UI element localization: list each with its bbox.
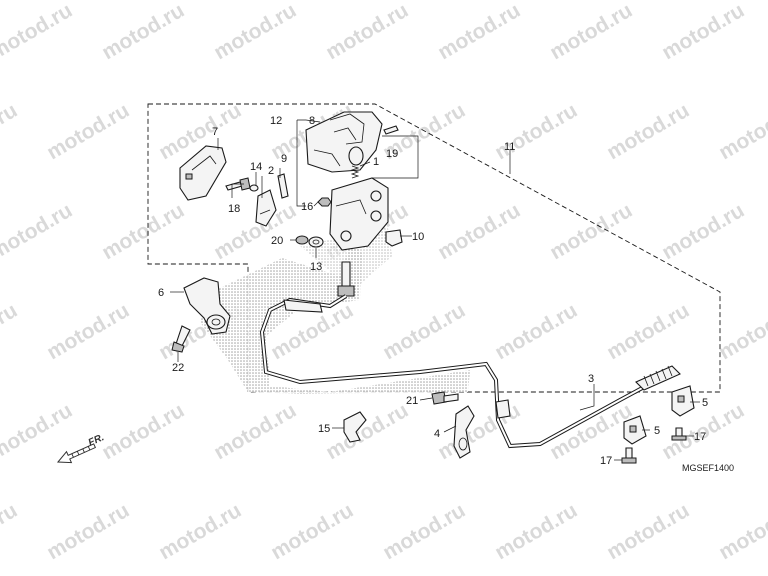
watermark-text: motod.ru [603,499,693,564]
washer [295,235,309,245]
watermark-layer: motod.ru motod.ru motod.ru motod.ru motod.ru… [0,0,768,564]
clip [385,229,403,247]
callout-7: 7 [212,126,218,138]
cable-bracket-lower [623,415,647,445]
nut [317,197,332,207]
cable-clamp [343,411,367,443]
watermark-text: motod.ru [0,199,76,264]
watermark-text: motod.ru [491,499,581,564]
watermark-text: motod.ru [603,99,693,164]
watermark-text: motod.ru [434,0,524,64]
watermark-text: motod.ru [658,199,748,264]
watermark-text: motod.ru [210,0,300,64]
bracket-bolt-lower [621,447,637,464]
callout-15: 15 [318,423,330,435]
watermark-text: motod.ru [715,499,768,564]
bracket-12 [296,119,306,207]
watermark-text: motod.ru [210,399,300,464]
spring [350,165,360,179]
callout-4: 4 [434,428,440,440]
lever-body [329,177,389,251]
projection-shade [200,238,470,394]
switch [255,189,277,227]
callout-5-lower: 5 [654,425,660,437]
callout-13: 13 [310,261,322,273]
callout-11: 11 [504,141,515,153]
lower-bracket [183,277,231,335]
watermark-text: motod.ru [267,499,357,564]
watermark-text: motod.ru [715,99,768,164]
watermark-text: motod.ru [98,0,188,64]
watermark-text: motod.ru [603,299,693,364]
watermark-text: motod.ru [0,0,76,64]
callout-2: 2 [268,165,274,177]
callout-17-lower: 17 [600,455,612,467]
cable-holder [453,405,475,459]
watermark-text: motod.ru [155,499,245,564]
watermark-text: motod.ru [715,299,768,364]
watermark-text: motod.ru [98,199,188,264]
watermark-text: motod.ru [379,299,469,364]
watermark-text: motod.ru [434,399,524,464]
small-washer [249,184,259,192]
watermark-text: motod.ru [434,199,524,264]
strip [277,173,289,199]
callout-6: 6 [158,287,164,299]
front-arrow-icon [56,443,97,464]
callout-18: 18 [228,203,240,215]
watermark-text: motod.ru [322,0,412,64]
watermark-text: motod.ru [0,499,21,564]
watermark-text: motod.ru [322,399,412,464]
watermark-text: motod.ru [658,0,748,64]
callout-14: 14 [250,161,262,173]
callout-8: 8 [309,115,315,127]
watermark-text: motod.ru [379,499,469,564]
callout-21: 21 [406,395,418,407]
pin [383,125,399,135]
bracket-bolt-right [671,427,687,441]
diagram-code: MGSEF1400 [682,463,734,473]
watermark-text: motod.ru [0,299,21,364]
callout-9: 9 [281,153,287,165]
bracket-bolt [171,325,191,353]
callout-3: 3 [588,373,594,385]
cable-adjuster [337,261,355,297]
cable-bracket-upper [671,385,695,417]
watermark-text: motod.ru [43,99,133,164]
callout-16: 16 [301,201,313,213]
callout-22: 22 [172,362,184,374]
watermark-text: motod.ru [210,199,300,264]
callout-20: 20 [271,235,283,247]
leader-lines [170,119,700,461]
callout-19: 19 [386,148,398,160]
watermark-text: motod.ru [491,299,581,364]
callout-17-right: 17 [694,431,706,443]
callout-1: 1 [373,156,379,168]
callout-5-upper: 5 [702,397,708,409]
callout-12: 12 [270,115,282,127]
watermark-text: motod.ru [0,99,21,164]
watermark-text: motod.ru [43,299,133,364]
callout-10: 10 [412,231,424,243]
watermark-text: motod.ru [43,499,133,564]
watermark-text: motod.ru [546,0,636,64]
cable-bolt [431,391,459,405]
watermark-text: motod.ru [98,399,188,464]
bracket-19-box [372,135,419,179]
lever-housing [305,111,383,173]
housing-cover [179,145,227,201]
watermark-text: motod.ru [546,199,636,264]
cable [259,294,681,449]
watermark-text: motod.ru [491,99,581,164]
seal [308,236,324,248]
